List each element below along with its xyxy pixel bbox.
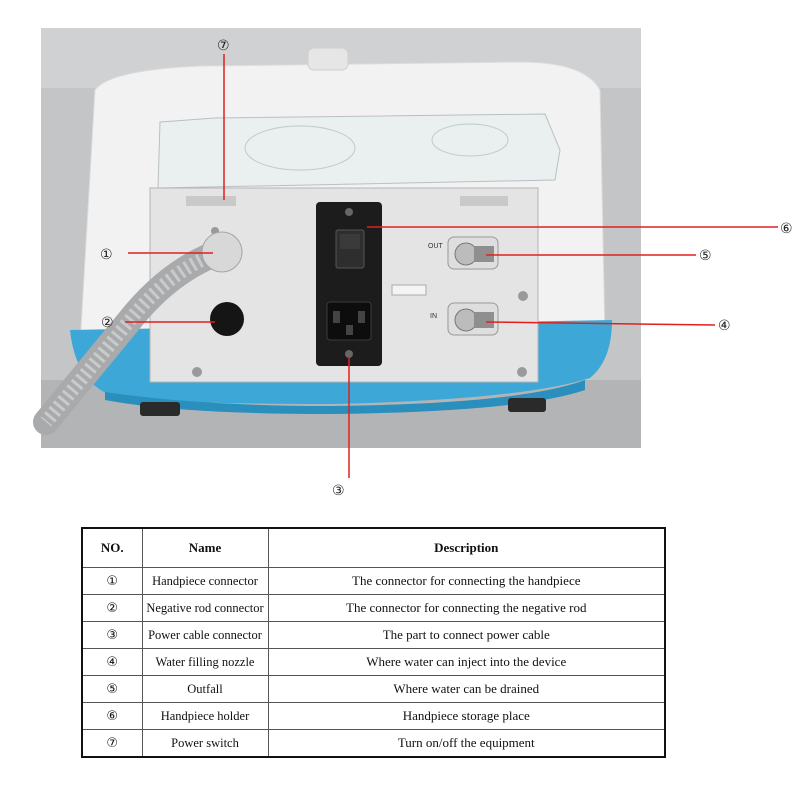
- callout-1: ①: [100, 247, 113, 263]
- in-label: IN: [430, 313, 437, 320]
- header-no: NO.: [81, 527, 143, 568]
- parts-table: NO. Name Description ① Handpiece connect…: [81, 527, 666, 758]
- callout-line-4: [485, 321, 716, 326]
- out-label: OUT: [428, 243, 444, 250]
- row-name: Power cable connector: [141, 621, 269, 649]
- device-rear-photo: OUT IN ⑦ ① ② ③ ④ ⑤ ⑥: [33, 28, 793, 499]
- callout-lines: [125, 54, 778, 478]
- row-name: Handpiece holder: [141, 702, 269, 730]
- row-description: Where water can inject into the device: [267, 648, 666, 676]
- row-name: Outfall: [141, 675, 269, 703]
- table-header-row: NO. Name Description: [81, 527, 666, 568]
- table-row: ⑥ Handpiece holder Handpiece storage pla…: [81, 702, 666, 730]
- table-row: ⑤ Outfall Where water can be drained: [81, 675, 666, 703]
- table-row: ① Handpiece connector The connector for …: [81, 567, 666, 595]
- table-row: ④ Water filling nozzle Where water can i…: [81, 648, 666, 676]
- callout-7: ⑦: [217, 38, 230, 54]
- handpiece-connector-port: [201, 231, 243, 273]
- row-no: ④: [81, 648, 143, 676]
- row-description: Turn on/off the equipment: [267, 729, 666, 758]
- callout-2: ②: [101, 315, 114, 331]
- device-foot-right: [508, 398, 546, 412]
- table-row: ③ Power cable connector The part to conn…: [81, 621, 666, 649]
- device-foot-left: [140, 402, 180, 416]
- row-no: ⑦: [81, 729, 143, 758]
- header-description: Description: [267, 527, 666, 568]
- table-row: ⑦ Power switch Turn on/off the equipment: [81, 729, 666, 758]
- row-name: Power switch: [141, 729, 269, 758]
- row-no: ③: [81, 621, 143, 649]
- table-row: ② Negative rod connector The connector f…: [81, 594, 666, 622]
- row-description: Where water can be drained: [267, 675, 666, 703]
- handpiece-holder: [157, 113, 561, 189]
- callout-6: ⑥: [780, 221, 793, 237]
- row-name: Water filling nozzle: [141, 648, 269, 676]
- row-name: Negative rod connector: [141, 594, 269, 622]
- row-description: Handpiece storage place: [267, 702, 666, 730]
- row-no: ⑤: [81, 675, 143, 703]
- row-name: Handpiece connector: [141, 567, 269, 595]
- negative-rod-connector-port: [210, 302, 244, 336]
- parts-table-container: NO. Name Description ① Handpiece connect…: [81, 527, 666, 758]
- row-description: The connector for connecting the negativ…: [267, 594, 666, 622]
- row-no: ⑥: [81, 702, 143, 730]
- callout-5: ⑤: [699, 248, 712, 264]
- row-description: The connector for connecting the handpie…: [267, 567, 666, 595]
- row-no: ②: [81, 594, 143, 622]
- header-name: Name: [141, 527, 269, 568]
- row-no: ①: [81, 567, 143, 595]
- callout-3: ③: [332, 483, 345, 499]
- callout-4: ④: [718, 318, 731, 334]
- row-description: The part to connect power cable: [267, 621, 666, 649]
